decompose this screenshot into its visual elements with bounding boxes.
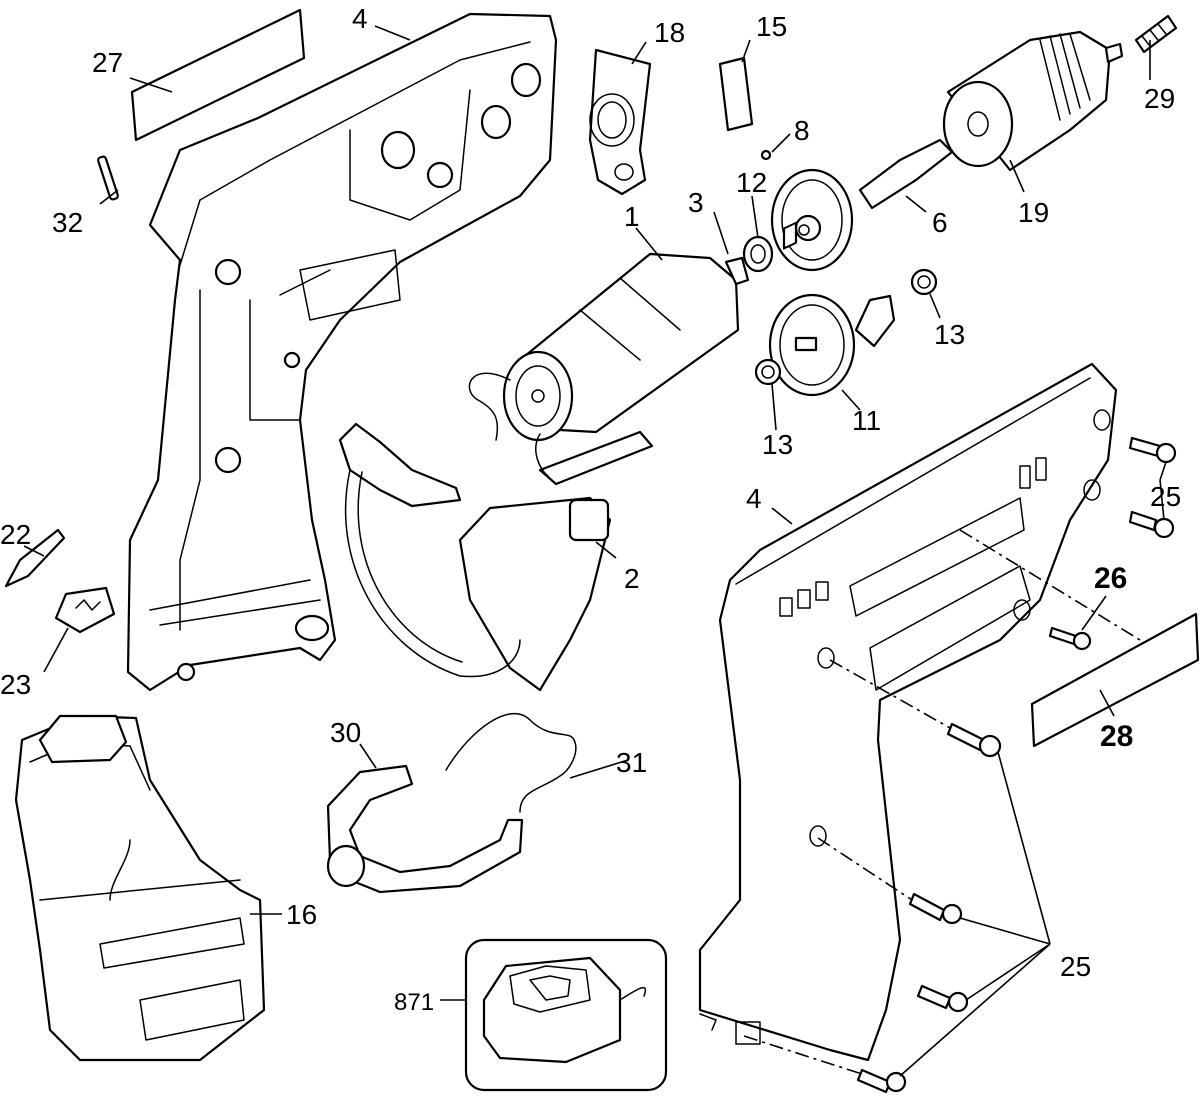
part-27-label-plate	[130, 8, 306, 142]
label-4-left-housing: 4	[352, 3, 368, 34]
label-25-lower: 25	[1060, 951, 1091, 982]
label-19: 19	[1018, 197, 1049, 228]
label-11: 11	[852, 405, 881, 436]
label-32: 32	[52, 207, 83, 238]
part-31-spring-wire	[445, 713, 577, 813]
label-26: 26	[1094, 562, 1127, 595]
leader-lines	[23, 25, 1167, 1077]
label-16: 16	[286, 899, 317, 930]
part-25-screws-upper	[1128, 436, 1177, 539]
label-18: 18	[654, 17, 685, 48]
label-3: 3	[688, 187, 704, 218]
label-2: 2	[624, 563, 640, 594]
part-1-motor	[468, 252, 750, 442]
label-23: 23	[0, 669, 31, 700]
label-6: 6	[932, 207, 948, 238]
part-28-label-plate	[1030, 612, 1200, 748]
label-30: 30	[330, 717, 361, 748]
label-28: 28	[1100, 720, 1133, 753]
alignment-lines	[743, 529, 1141, 1075]
part-8-ball	[760, 149, 772, 161]
label-13-lower: 13	[762, 429, 793, 460]
part-19-chuck	[942, 30, 1124, 172]
part-2-switch-assembly	[338, 422, 654, 692]
label-15: 15	[756, 11, 787, 42]
part-22-bit	[4, 528, 66, 588]
label-29: 29	[1144, 83, 1175, 114]
part-6-spindle-gear	[770, 138, 954, 272]
part-13-bushing-lower	[754, 358, 782, 386]
part-16-battery-pack	[14, 714, 266, 1062]
part-12-bearing	[742, 235, 774, 273]
part-29-screw	[1134, 14, 1178, 54]
label-13-upper: 13	[934, 319, 965, 350]
part-11-intermediate-gear	[768, 293, 896, 397]
part-18-gasket-plate	[588, 48, 652, 196]
part-13-bushing-upper	[910, 268, 938, 296]
part-32-pin	[97, 155, 119, 201]
part-labels: 27 4 18 15 29 8 32 12 3 1 6 19 13 13 11 …	[0, 3, 1181, 1016]
label-25-upper: 25	[1150, 481, 1181, 512]
part-30-battery-latch	[326, 764, 524, 894]
part-4-right-housing-half	[698, 221, 1118, 1062]
label-1: 1	[624, 201, 640, 232]
part-15-small-plate	[718, 56, 754, 132]
label-4-right-housing: 4	[746, 483, 762, 514]
label-12: 12	[736, 167, 767, 198]
part-25-screws-lower	[856, 722, 1002, 1094]
part-23-clip	[54, 586, 116, 634]
label-31: 31	[616, 747, 647, 778]
label-22: 22	[0, 519, 31, 550]
label-27: 27	[92, 47, 123, 78]
label-8: 8	[794, 115, 810, 146]
part-26-screw	[1048, 626, 1092, 651]
label-871: 871	[394, 989, 434, 1016]
part-871-charger	[464, 938, 668, 1092]
part-4-left-housing-half	[126, 12, 558, 692]
